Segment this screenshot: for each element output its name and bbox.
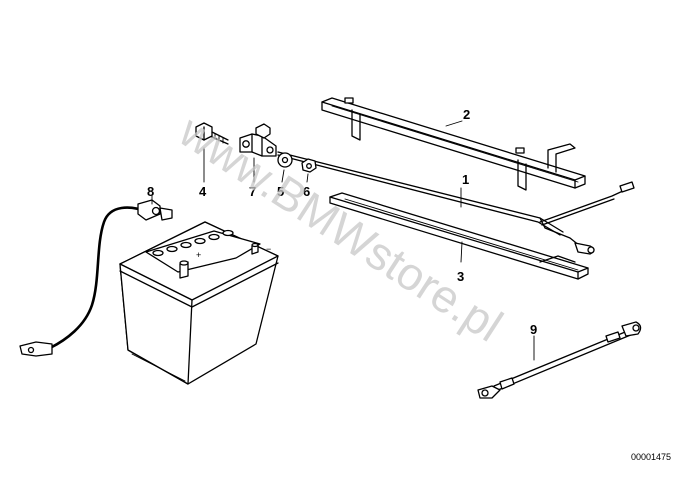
callout-1: 1 (462, 172, 469, 187)
battery-minus-mark: − (266, 244, 271, 254)
callout-2: 2 (463, 107, 470, 122)
part-7-terminal[interactable] (239, 123, 277, 157)
callout-6: 6 (303, 184, 310, 199)
battery-plus-mark: + (196, 250, 201, 260)
part-1-cable[interactable] (277, 151, 635, 255)
part-6-nut[interactable] (301, 158, 317, 173)
callout-7: 7 (249, 184, 256, 199)
diagram-code: 00001475 (631, 452, 671, 462)
part-5-washer[interactable] (277, 152, 293, 168)
leader-lines (151, 120, 535, 361)
callout-8: 8 (147, 184, 154, 199)
part-2-rail[interactable] (321, 97, 586, 191)
battery[interactable] (119, 221, 279, 385)
part-3-rail[interactable] (329, 192, 589, 280)
callout-4: 4 (199, 184, 207, 199)
part-4-bolt[interactable] (195, 122, 229, 145)
callout-9: 9 (530, 322, 537, 337)
part-9-ground-strap[interactable] (477, 321, 642, 399)
callout-5: 5 (277, 184, 284, 199)
callout-3: 3 (457, 269, 464, 284)
part-8-battery-cable[interactable] (19, 199, 173, 357)
